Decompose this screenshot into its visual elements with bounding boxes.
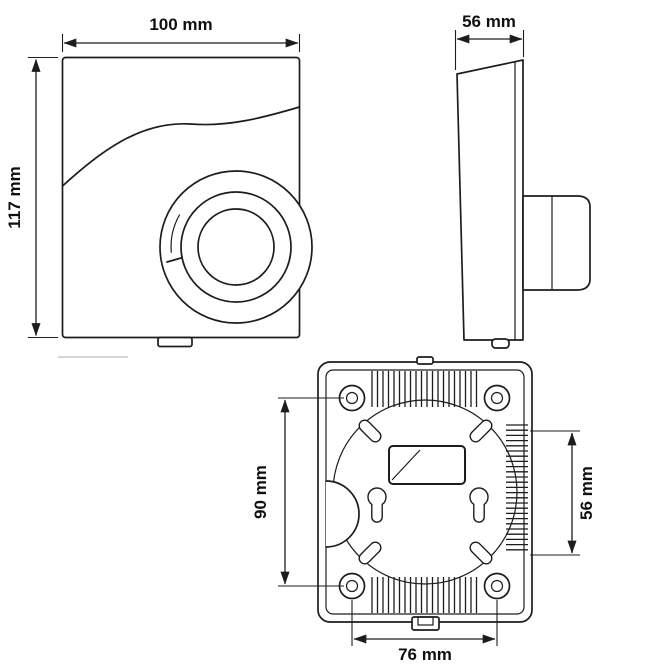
front-view	[58, 56, 313, 358]
screw-boss-top-right	[483, 384, 511, 412]
extension-line	[61, 34, 301, 52]
dial-arc-detail	[170, 214, 181, 253]
back-right-label: 56 mm	[577, 466, 596, 520]
vent-slots-top	[371, 371, 478, 407]
keyhole-right	[469, 487, 489, 523]
boss-outer	[483, 572, 511, 600]
plate-top-tab	[416, 356, 434, 365]
boss-hole	[345, 579, 359, 593]
back-vertical-label: 90 mm	[251, 465, 270, 519]
extension-line	[530, 430, 580, 556]
screw-boss-bottom-right	[483, 572, 511, 600]
vent-slots-bottom	[371, 577, 478, 613]
boss-hole	[345, 391, 359, 405]
dial-ring	[180, 191, 292, 303]
side-depth-dimension: 56 mm	[454, 12, 525, 70]
corner-slot-top-right	[469, 419, 493, 443]
corner-slot-top-left	[358, 419, 382, 443]
corner-slot-bottom-right	[469, 541, 493, 565]
back-vertical-dimension: 90 mm	[251, 397, 344, 587]
boss-hole	[490, 579, 504, 593]
side-knob	[522, 195, 591, 291]
plate-window	[388, 445, 466, 485]
plate-left-notch-fill	[326, 481, 359, 547]
front-bottom-tab	[157, 336, 193, 348]
dial-outer-circle	[159, 170, 313, 324]
side-body-outline	[456, 59, 524, 341]
back-horizontal-label: 76 mm	[398, 645, 452, 664]
back-plate-view	[317, 356, 533, 631]
side-foot	[491, 338, 510, 349]
boss-hole	[490, 391, 504, 405]
side-view	[456, 59, 591, 349]
plate-window-notch	[391, 449, 421, 481]
back-right-dimension: 56 mm	[530, 430, 596, 556]
back-horizontal-dimension: 76 mm	[351, 600, 498, 664]
extension-line	[28, 56, 58, 339]
corner-slot-bottom-left	[358, 541, 382, 565]
keyhole-left	[367, 487, 387, 523]
boss-outer	[483, 384, 511, 412]
plate-bottom-tab	[411, 616, 440, 631]
extension-line	[278, 397, 344, 587]
front-width-label: 100 mm	[149, 15, 212, 34]
plate-bottom-tab-inner	[417, 616, 434, 626]
front-height-dimension: 117 mm	[5, 56, 58, 339]
front-width-dimension: 100 mm	[61, 15, 301, 52]
side-depth-label: 56 mm	[462, 12, 516, 31]
dial-inner-circle	[197, 208, 275, 286]
extension-line	[454, 30, 525, 70]
front-decorative-wave	[61, 106, 301, 187]
front-height-label: 117 mm	[5, 166, 24, 228]
dial-pointer-mark	[166, 257, 182, 263]
plate-left-notch	[325, 480, 360, 548]
extension-line	[351, 600, 498, 646]
